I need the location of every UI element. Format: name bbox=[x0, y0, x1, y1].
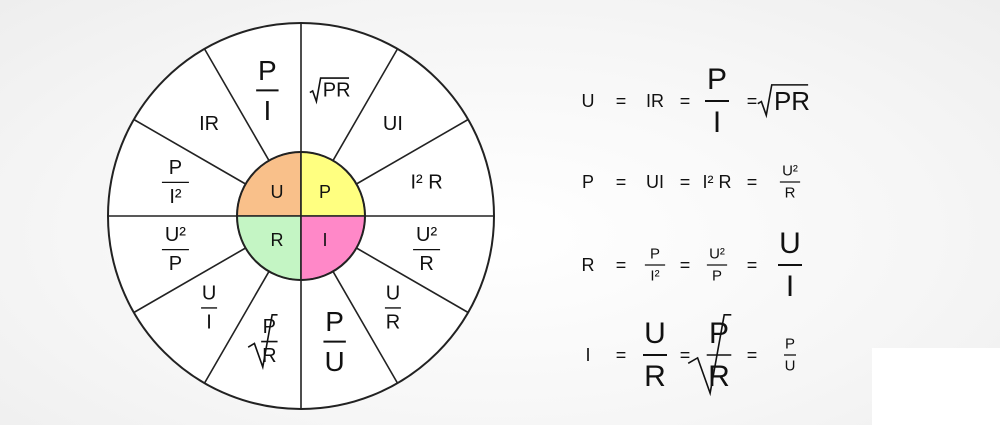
equation-p-term-1-text: UI bbox=[646, 172, 664, 192]
sector-divider bbox=[356, 247, 469, 314]
equation-u-term-2-denominator: I bbox=[713, 106, 721, 139]
equation-i-term-2-denominator: R bbox=[708, 360, 730, 393]
center-label-i: I bbox=[322, 230, 327, 250]
equation-u-term-3-sqrt-sign bbox=[757, 84, 809, 119]
wheel-segment-10-numerator: P bbox=[169, 157, 182, 179]
equation-i-term-3-denominator: U bbox=[785, 357, 796, 374]
wheel-segment-11-text: IR bbox=[199, 113, 219, 135]
equation-r-term-1-numerator: P bbox=[650, 246, 660, 263]
wheel-segment-4-numerator: U² bbox=[416, 224, 437, 246]
equation-r-term-3-numerator: U bbox=[779, 227, 801, 260]
wheel-segment-8-denominator: I bbox=[206, 311, 212, 333]
equation-r-term-2-numerator: U² bbox=[709, 246, 725, 263]
sector-divider bbox=[133, 247, 246, 314]
wheel-segment-9-denominator: P bbox=[169, 253, 182, 275]
equals-sign: = bbox=[747, 345, 758, 365]
sector-divider bbox=[332, 271, 399, 384]
wheel-segment-2-text: UI bbox=[383, 113, 403, 135]
center-label-r: R bbox=[271, 230, 284, 250]
equals-sign: = bbox=[616, 172, 627, 192]
equals-sign: = bbox=[747, 255, 758, 275]
wheel-segment-7-denominator: R bbox=[262, 345, 276, 367]
wheel-segment-9-numerator: U² bbox=[165, 224, 186, 246]
wheel-segment-5-denominator: R bbox=[386, 311, 400, 333]
equation-i-term-1-numerator: U bbox=[644, 317, 666, 350]
equation-lhs-r: R bbox=[582, 255, 595, 275]
equals-sign: = bbox=[616, 91, 627, 111]
equation-i-term-2-sqrt-sign bbox=[687, 314, 732, 397]
wheel-segment-1-sqrt-sign bbox=[309, 77, 350, 105]
equals-sign: = bbox=[616, 255, 627, 275]
equation-p-term-3-numerator: U² bbox=[782, 163, 798, 180]
equation-i-term-1-denominator: R bbox=[644, 360, 666, 393]
wheel-segment-7-sqrt-sign bbox=[247, 313, 278, 371]
equation-lhs-i: I bbox=[585, 345, 590, 365]
wheel-segment-10-denominator: I² bbox=[169, 186, 182, 208]
equals-sign: = bbox=[680, 172, 691, 192]
equation-i-term-2-numerator: P bbox=[709, 317, 729, 350]
wheel-segment-12-numerator: P bbox=[258, 55, 277, 86]
equals-sign: = bbox=[680, 345, 691, 365]
equation-u-term-2-numerator: P bbox=[707, 63, 727, 96]
equation-r-term-1-denominator: I² bbox=[650, 267, 659, 284]
equation-u-term-1-text: IR bbox=[646, 91, 664, 111]
corner-blank-area bbox=[872, 348, 1000, 425]
wheel-segment-7-numerator: P bbox=[263, 316, 276, 338]
wheel-segment-6-numerator: P bbox=[325, 306, 344, 337]
sector-divider bbox=[332, 48, 399, 161]
equation-p-term-3-denominator: R bbox=[785, 184, 796, 201]
equals-sign: = bbox=[747, 91, 758, 111]
equals-sign: = bbox=[680, 91, 691, 111]
wheel-segment-3-text: I² R bbox=[410, 171, 442, 193]
sector-divider bbox=[133, 118, 246, 185]
center-label-u: U bbox=[271, 182, 284, 202]
equation-i-term-3-numerator: P bbox=[785, 336, 795, 353]
wheel-segment-8-numerator: U bbox=[202, 283, 216, 305]
wheel-segment-5-numerator: U bbox=[386, 283, 400, 305]
sector-divider bbox=[356, 118, 469, 185]
equals-sign: = bbox=[747, 172, 758, 192]
sector-divider bbox=[203, 271, 270, 384]
wheel-segment-6-denominator: U bbox=[325, 346, 345, 377]
sector-divider bbox=[203, 48, 270, 161]
equation-p-term-2-text: I² R bbox=[703, 172, 732, 192]
equation-lhs-u: U bbox=[582, 91, 595, 111]
equation-r-term-2-denominator: P bbox=[712, 267, 722, 284]
equals-sign: = bbox=[680, 255, 691, 275]
equation-lhs-p: P bbox=[582, 172, 594, 192]
equation-r-term-3-denominator: I bbox=[786, 270, 794, 303]
equals-sign: = bbox=[616, 345, 627, 365]
inner-circle bbox=[236, 151, 366, 281]
center-label-p: P bbox=[319, 182, 331, 202]
equation-u-term-3-radicand: PR bbox=[774, 86, 810, 116]
wheel-segment-12-denominator: I bbox=[263, 95, 271, 126]
wheel-segment-1-radicand: PR bbox=[323, 79, 351, 101]
wheel-segment-4-denominator: R bbox=[419, 253, 433, 275]
